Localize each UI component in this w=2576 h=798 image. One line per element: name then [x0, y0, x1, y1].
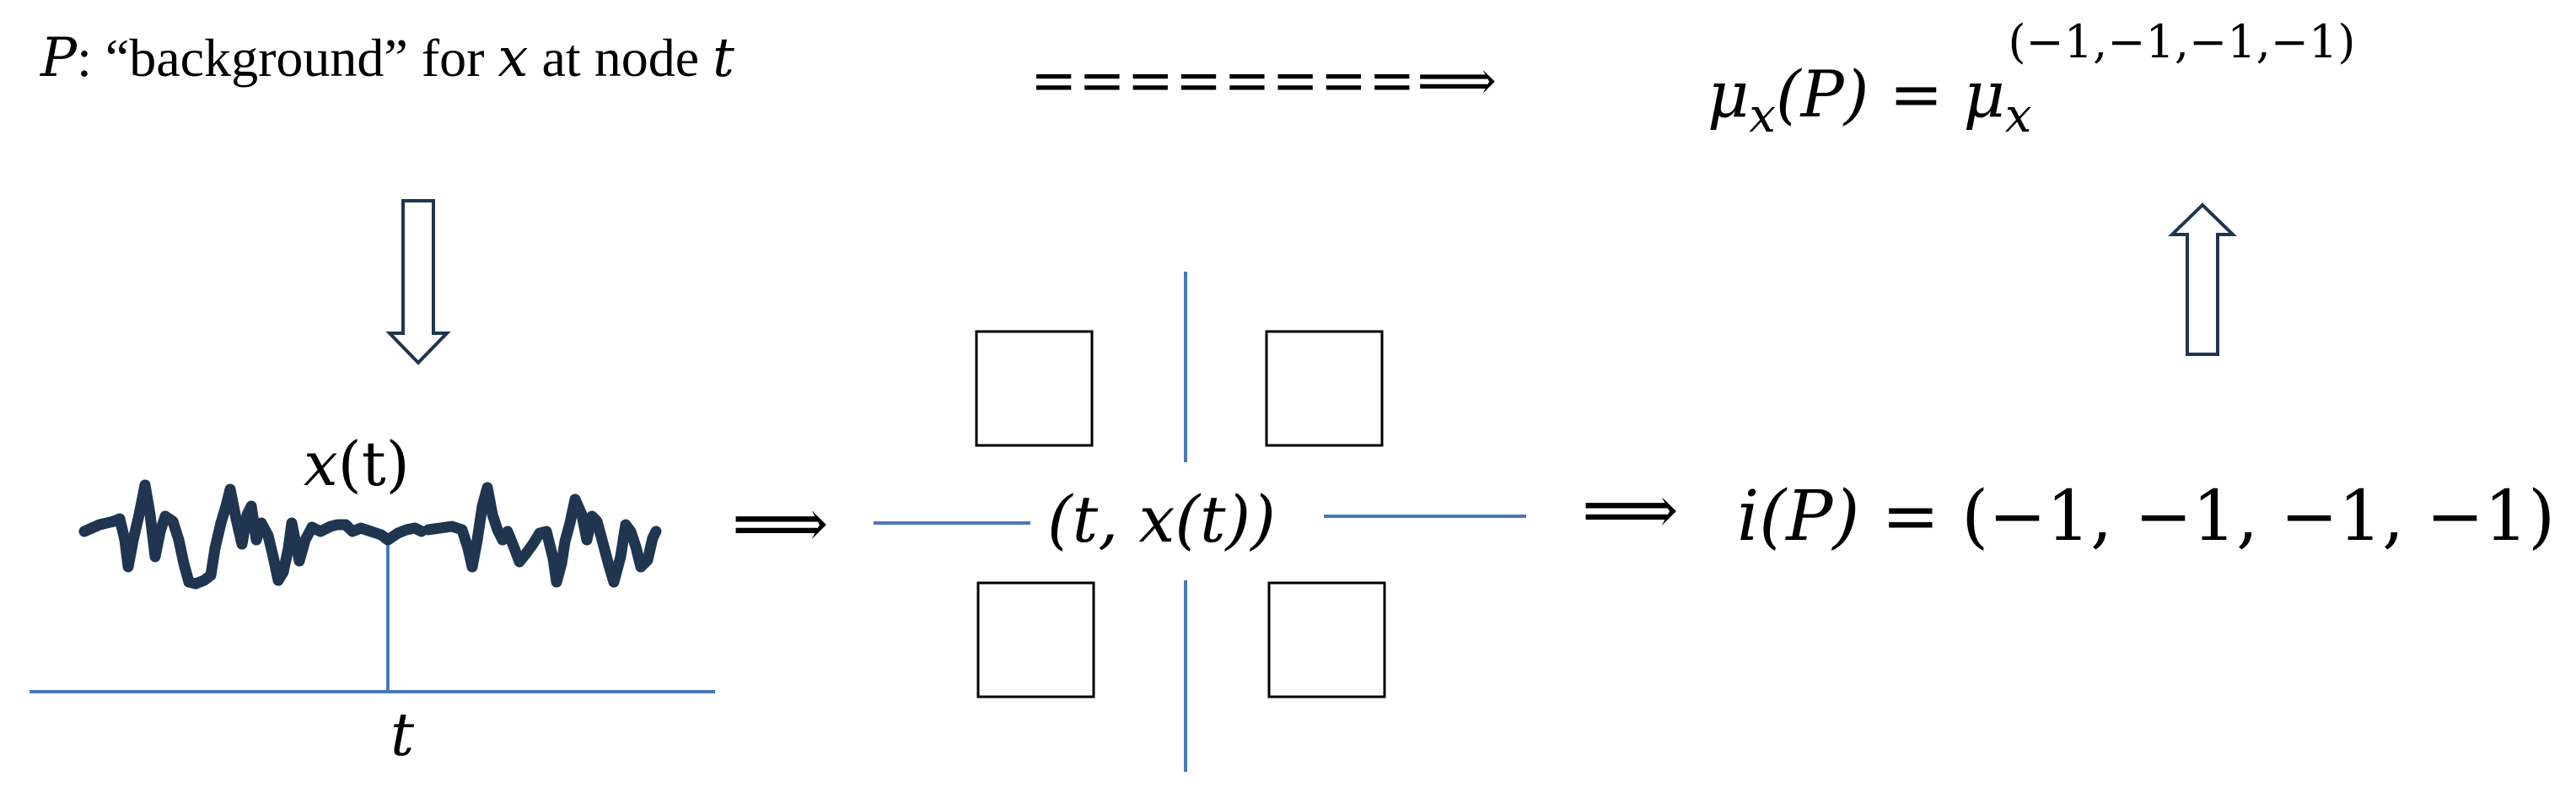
xt-arg: (t) [338, 429, 410, 499]
center-point-label: (t, x(t)) [1047, 482, 1276, 557]
index-rhs: = (−1, −1, −1, −1) [1859, 477, 2555, 557]
xt-label: x(t) [304, 429, 410, 499]
random-path-left [78, 479, 428, 590]
xt-var: x [304, 429, 338, 499]
mu-subscript: x [1749, 89, 1776, 143]
mu-rhs-superscript: (−1,−1,−1,−1) [2008, 15, 2355, 68]
mu-rhs-symbol: μ [1963, 57, 2004, 132]
index-arg: (P) [1759, 477, 1859, 557]
mu-symbol: μ [1707, 57, 1749, 132]
long-implies-arrow: ========⟹ [1030, 48, 1498, 113]
implies-arrow-left: ⟹ [732, 484, 829, 563]
mu-argument: (P) = [1776, 57, 1963, 132]
up-hollow-arrow [2168, 202, 2237, 356]
index-var: i [1737, 477, 1759, 557]
down-hollow-arrow [385, 199, 451, 365]
random-path-right [422, 482, 662, 588]
caption-var-p: P [40, 27, 78, 89]
square-bottom-left [976, 581, 1095, 698]
index-formula: i(P) = (−1, −1, −1, −1) [1737, 477, 2555, 557]
mu-formula: μx(P) = μx(−1,−1,−1,−1) [1707, 15, 2355, 143]
caption-at-node: at node [529, 28, 713, 88]
square-top-left [975, 330, 1094, 447]
caption-mid: : “background” for [77, 28, 497, 88]
mu-rhs-subscript: x [2005, 89, 2032, 143]
square-top-right [1265, 330, 1384, 447]
square-bottom-right [1267, 581, 1386, 698]
caption-var-x: x [497, 27, 528, 89]
caption-var-t: t [713, 27, 734, 89]
caption-text: P: “background” for x at node t [40, 27, 734, 89]
implies-arrow-right: ⟹ [1582, 471, 1679, 549]
time-label: t [390, 700, 415, 769]
